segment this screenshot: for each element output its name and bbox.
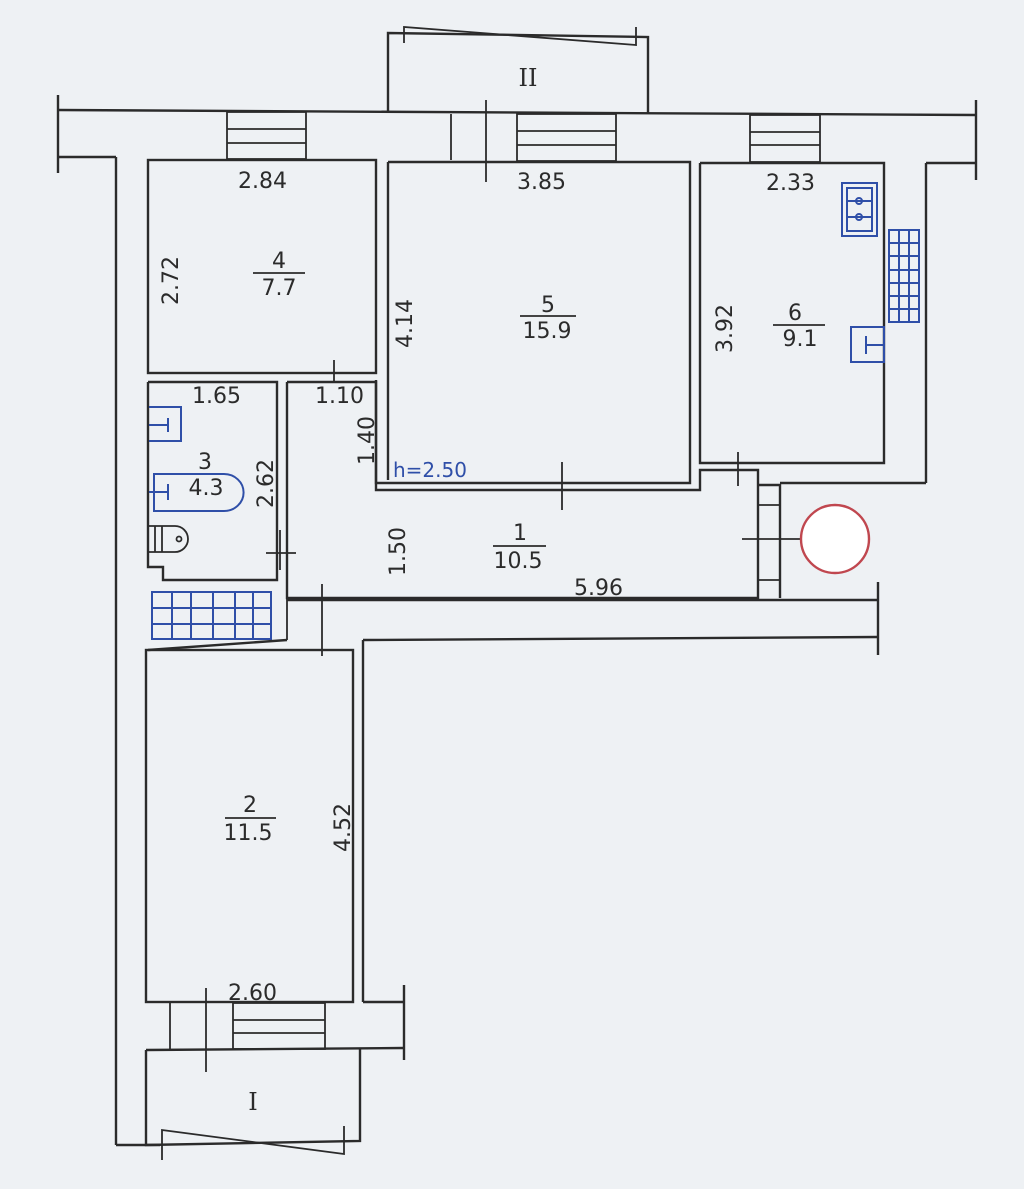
room-4: 2.84 2.72 4 7.7 — [146, 158, 378, 383]
room-5-number: 5 — [541, 293, 555, 318]
room-5-area: 15.9 — [523, 319, 572, 344]
balcony-I-label: I — [248, 1088, 257, 1116]
stove-icon — [841, 182, 878, 237]
room-6-area: 9.1 — [783, 327, 818, 352]
bathtub-icon — [149, 473, 245, 512]
room-1-area: 10.5 — [494, 549, 543, 574]
exterior-walls — [56, 95, 978, 1147]
room-2-width: 2.60 — [228, 981, 277, 1006]
entrance-door — [742, 483, 800, 598]
room-6-width: 2.33 — [766, 171, 815, 196]
window-room-4 — [226, 111, 307, 160]
room-5: 3.85 4.14 5 15.9 h=2.50 — [374, 160, 692, 510]
room-1: 1.10 1.40 1.50 1 10.5 5.96 — [147, 380, 880, 656]
room-3-area: 4.3 — [189, 476, 224, 501]
room-4-area: 7.7 — [262, 276, 297, 301]
room-2-area: 11.5 — [224, 821, 273, 846]
ceiling-height-label: h=2.50 — [393, 458, 467, 482]
window-room-6 — [749, 114, 821, 163]
washbasin-icon — [149, 406, 182, 442]
room-3: 1.65 2.62 3 4.3 — [146, 380, 296, 582]
room-5-width: 3.85 — [517, 170, 566, 195]
radiator-kitchen-icon — [888, 229, 920, 323]
radiator-hall-icon — [151, 591, 272, 640]
room-5-height: 4.14 — [393, 299, 418, 348]
toilet-icon — [148, 525, 189, 553]
balcony-I: I — [144, 1048, 362, 1160]
room-4-width: 2.84 — [238, 169, 287, 194]
room-3-number: 3 — [198, 450, 212, 475]
room-6-number: 6 — [788, 301, 802, 326]
room-2: 2 11.5 4.52 2.60 — [144, 640, 406, 1060]
room-2-number: 2 — [243, 793, 257, 818]
room-4-height: 2.72 — [159, 256, 184, 305]
room-1-number: 1 — [513, 521, 527, 546]
room-1-length: 5.96 — [574, 576, 623, 601]
balcony-II: II — [386, 26, 650, 182]
room-2-height: 4.52 — [331, 803, 356, 852]
room-3-width: 1.65 — [192, 384, 241, 409]
room-1-height: 1.50 — [386, 527, 411, 576]
room-6-height: 3.92 — [713, 304, 738, 353]
room-3-height: 2.62 — [254, 459, 279, 508]
room-1-depth: 1.40 — [355, 416, 380, 465]
balcony-II-label: II — [519, 64, 538, 92]
riser-pipe-icon — [799, 503, 871, 575]
kitchen-sink-icon — [850, 326, 885, 363]
room-1-door-width: 1.10 — [315, 384, 364, 409]
room-4-number: 4 — [272, 249, 286, 274]
window-room-5 — [516, 113, 617, 162]
room-6: 2.33 3.92 6 9.1 — [698, 161, 886, 486]
